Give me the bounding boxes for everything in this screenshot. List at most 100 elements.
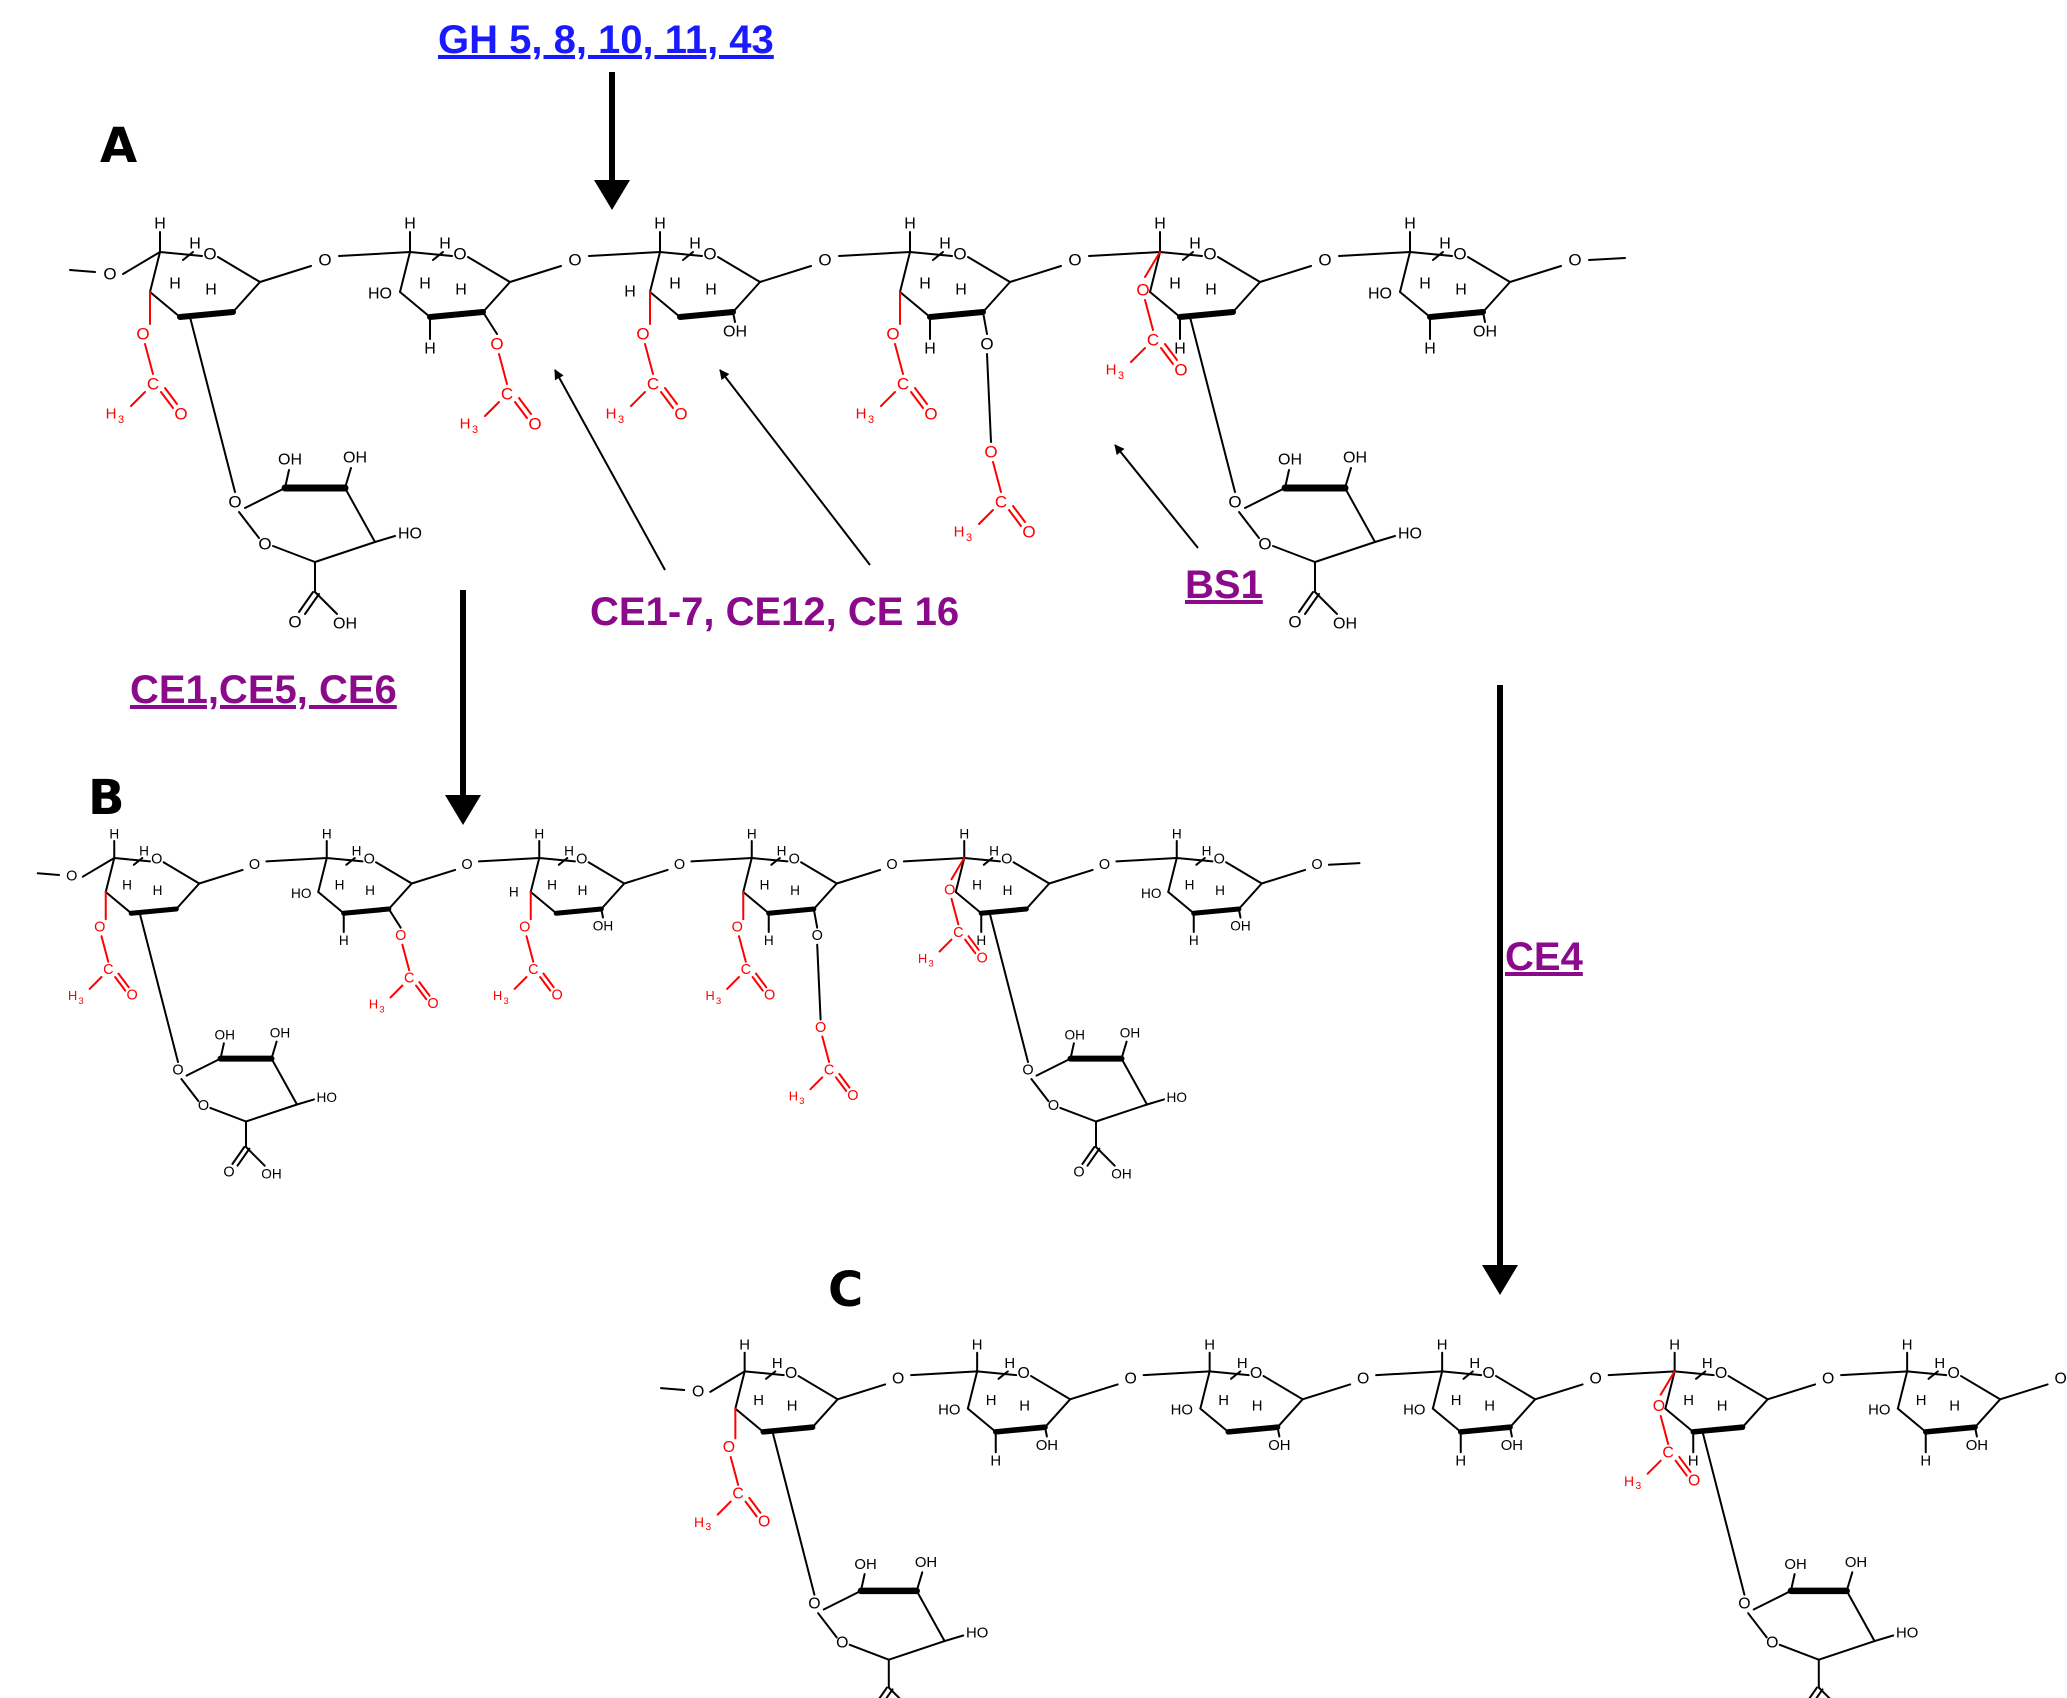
acetyl-oxygen: O	[490, 335, 503, 354]
bond-line	[950, 857, 966, 881]
ring-oxygen: O	[789, 852, 800, 868]
bond-line	[986, 353, 992, 443]
bond-line	[513, 976, 528, 990]
methyl-h: H	[1624, 1473, 1634, 1489]
bond-line	[915, 1571, 924, 1592]
bond-line	[744, 1500, 758, 1518]
acetyl-carbon: C	[1662, 1445, 1673, 1462]
bond-line	[1462, 1370, 1474, 1380]
ring-bold-bond	[677, 309, 736, 320]
glycosidic-oxygen: O	[674, 857, 685, 873]
ring-oxygen: O	[203, 245, 216, 264]
bond-line	[1344, 467, 1352, 489]
atom-label: H	[986, 1393, 997, 1409]
bond-line	[232, 281, 261, 313]
glycosidic-oxygen: O	[461, 857, 472, 873]
acetyl-carbonyl-oxygen: O	[174, 405, 187, 424]
acetyl-carbonyl-oxygen: O	[126, 988, 137, 1004]
ring-bold-bond	[177, 309, 236, 320]
atom-label: H	[1419, 276, 1431, 293]
bond-line	[1146, 1098, 1165, 1106]
bond-line	[1086, 1147, 1101, 1167]
atom-label: H	[1189, 236, 1201, 253]
panel-label-a: A	[100, 118, 138, 174]
methyl-h: H	[460, 416, 471, 433]
atom-label: HO	[1398, 526, 1422, 543]
bond-line	[1115, 857, 1178, 863]
atom-label: OH	[343, 450, 367, 467]
bond-line	[209, 1106, 247, 1123]
methyl-subscript: 3	[928, 958, 933, 968]
atom-label: H	[904, 216, 916, 233]
bond-line	[1659, 1370, 1676, 1396]
bond-line	[1272, 545, 1316, 563]
ring-oxygen: O	[785, 1365, 797, 1382]
bond-line	[734, 1370, 746, 1410]
ring-oxygen: O	[198, 1098, 209, 1114]
bond-line	[902, 857, 966, 863]
bond-line	[477, 857, 541, 863]
bond-line	[130, 391, 146, 407]
atom-label: HO	[317, 1090, 337, 1105]
atom-label: HO	[291, 886, 311, 901]
bond-line	[817, 1612, 838, 1639]
enzyme-label-ce1-ce5-ce6: CE1,CE5, CE6	[130, 668, 397, 712]
atom-label: H	[1174, 341, 1186, 358]
atom-label: OH	[333, 616, 357, 633]
atom-label: H	[1451, 1393, 1462, 1409]
bond-line	[1808, 1686, 1818, 1698]
methyl-subscript: 3	[706, 1522, 712, 1533]
atom-label: HO	[1171, 1402, 1193, 1418]
bond-line	[709, 1370, 746, 1393]
ring-bold-bond	[927, 309, 986, 320]
glycosidic-oxygen: O	[1228, 493, 1241, 512]
bond-line	[750, 857, 789, 863]
bond-line	[1144, 299, 1154, 331]
bond-line	[834, 1076, 848, 1092]
bond-line	[1815, 1688, 1824, 1698]
bond-line	[600, 908, 604, 919]
glycosidic-oxygen: O	[818, 251, 831, 270]
atom-label: H	[1469, 1356, 1480, 1372]
atom-label: H	[1204, 1337, 1215, 1353]
bond-line	[1374, 535, 1396, 543]
methyl-subscript: 3	[799, 1096, 804, 1106]
ring-bold-bond	[760, 1424, 816, 1435]
bond-line	[811, 1398, 839, 1429]
bond-line	[982, 857, 994, 866]
bond-line	[812, 882, 838, 910]
bond-line	[771, 1430, 816, 1596]
ring-bold-bond	[1922, 1424, 1978, 1435]
atom-label: HO	[398, 526, 422, 543]
atom-label: OH	[1268, 1438, 1290, 1454]
atom-label: O	[288, 613, 301, 632]
glycosidic-oxygen: O	[892, 1370, 904, 1387]
atom-label: OH	[723, 324, 747, 341]
atom-label: OH	[261, 1167, 281, 1182]
atom-label: H	[1252, 1399, 1263, 1415]
atom-label: H	[322, 827, 332, 842]
bond-line	[1646, 1459, 1662, 1475]
bond-line	[1237, 882, 1263, 910]
methyl-h: H	[369, 997, 378, 1012]
bond-line	[36, 872, 60, 876]
bond-line	[932, 251, 944, 261]
bond-line	[1048, 868, 1094, 885]
bond-line	[399, 251, 411, 293]
atom-label: O	[980, 335, 993, 354]
ring-oxygen: O	[453, 245, 466, 264]
glycosidic-oxygen: O	[228, 493, 241, 512]
atom-label: HO	[1403, 1402, 1425, 1418]
ring-oxygen: O	[1203, 245, 1216, 264]
chain-end-oxygen: O	[66, 869, 77, 885]
bond-line	[375, 861, 413, 885]
bond-line	[938, 938, 953, 953]
bond-line	[159, 251, 203, 257]
acetyl-carbon: C	[953, 925, 963, 941]
bond-line	[114, 976, 127, 992]
acetyl-oxygen: O	[1136, 281, 1149, 300]
ring-oxygen: O	[1214, 852, 1225, 868]
acetyl-carbon: C	[147, 375, 159, 394]
bond-line	[887, 1640, 946, 1661]
bond-line	[122, 251, 161, 275]
